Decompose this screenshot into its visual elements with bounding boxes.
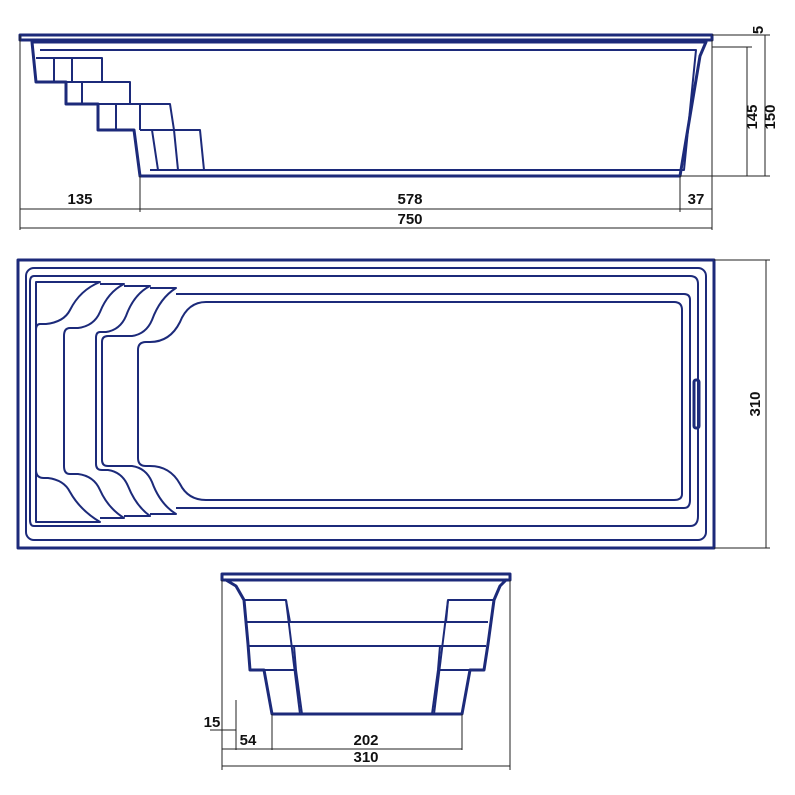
length-total: 750 [397, 211, 422, 228]
side-view-inner-wall [40, 49, 697, 171]
cross-section: 15 54 202 310 [204, 572, 512, 770]
cross-section-shell [224, 578, 508, 716]
depth-inner: 145 [744, 104, 761, 129]
top-view-width: 310 [747, 391, 764, 416]
top-view-inner-rim [25, 267, 707, 541]
top-view-width-dimension: 310 [714, 259, 770, 549]
cross-section-rim [220, 572, 512, 582]
side-view-length-dimensions: 135 578 37 750 [19, 35, 713, 230]
side-view: 135 578 37 750 5 145 150 [18, 26, 779, 230]
side-view-depth-dimensions: 5 145 150 [680, 26, 779, 177]
top-view-steps [35, 281, 691, 523]
top-view-skimmer [692, 378, 701, 430]
length-part-1: 135 [67, 191, 92, 208]
depth-total: 150 [762, 104, 779, 129]
side-view-steps [36, 57, 205, 171]
length-part-2: 578 [397, 191, 422, 208]
cross-section-width-total: 310 [353, 749, 378, 766]
cross-section-step: 15 [204, 714, 221, 731]
side-view-rim [18, 33, 714, 42]
cross-section-floor-width: 202 [353, 732, 378, 749]
cross-section-offset: 54 [240, 732, 257, 749]
depth-step: 5 [750, 26, 767, 34]
side-view-shell [30, 40, 708, 178]
top-view-floor [137, 301, 683, 501]
cross-section-dimensions: 15 54 202 310 [204, 580, 511, 770]
top-view: 310 [16, 258, 770, 550]
cross-section-steps [244, 599, 494, 715]
top-view-outer-rim [16, 258, 716, 550]
length-part-3: 37 [688, 191, 705, 208]
top-view-wall [29, 275, 699, 527]
